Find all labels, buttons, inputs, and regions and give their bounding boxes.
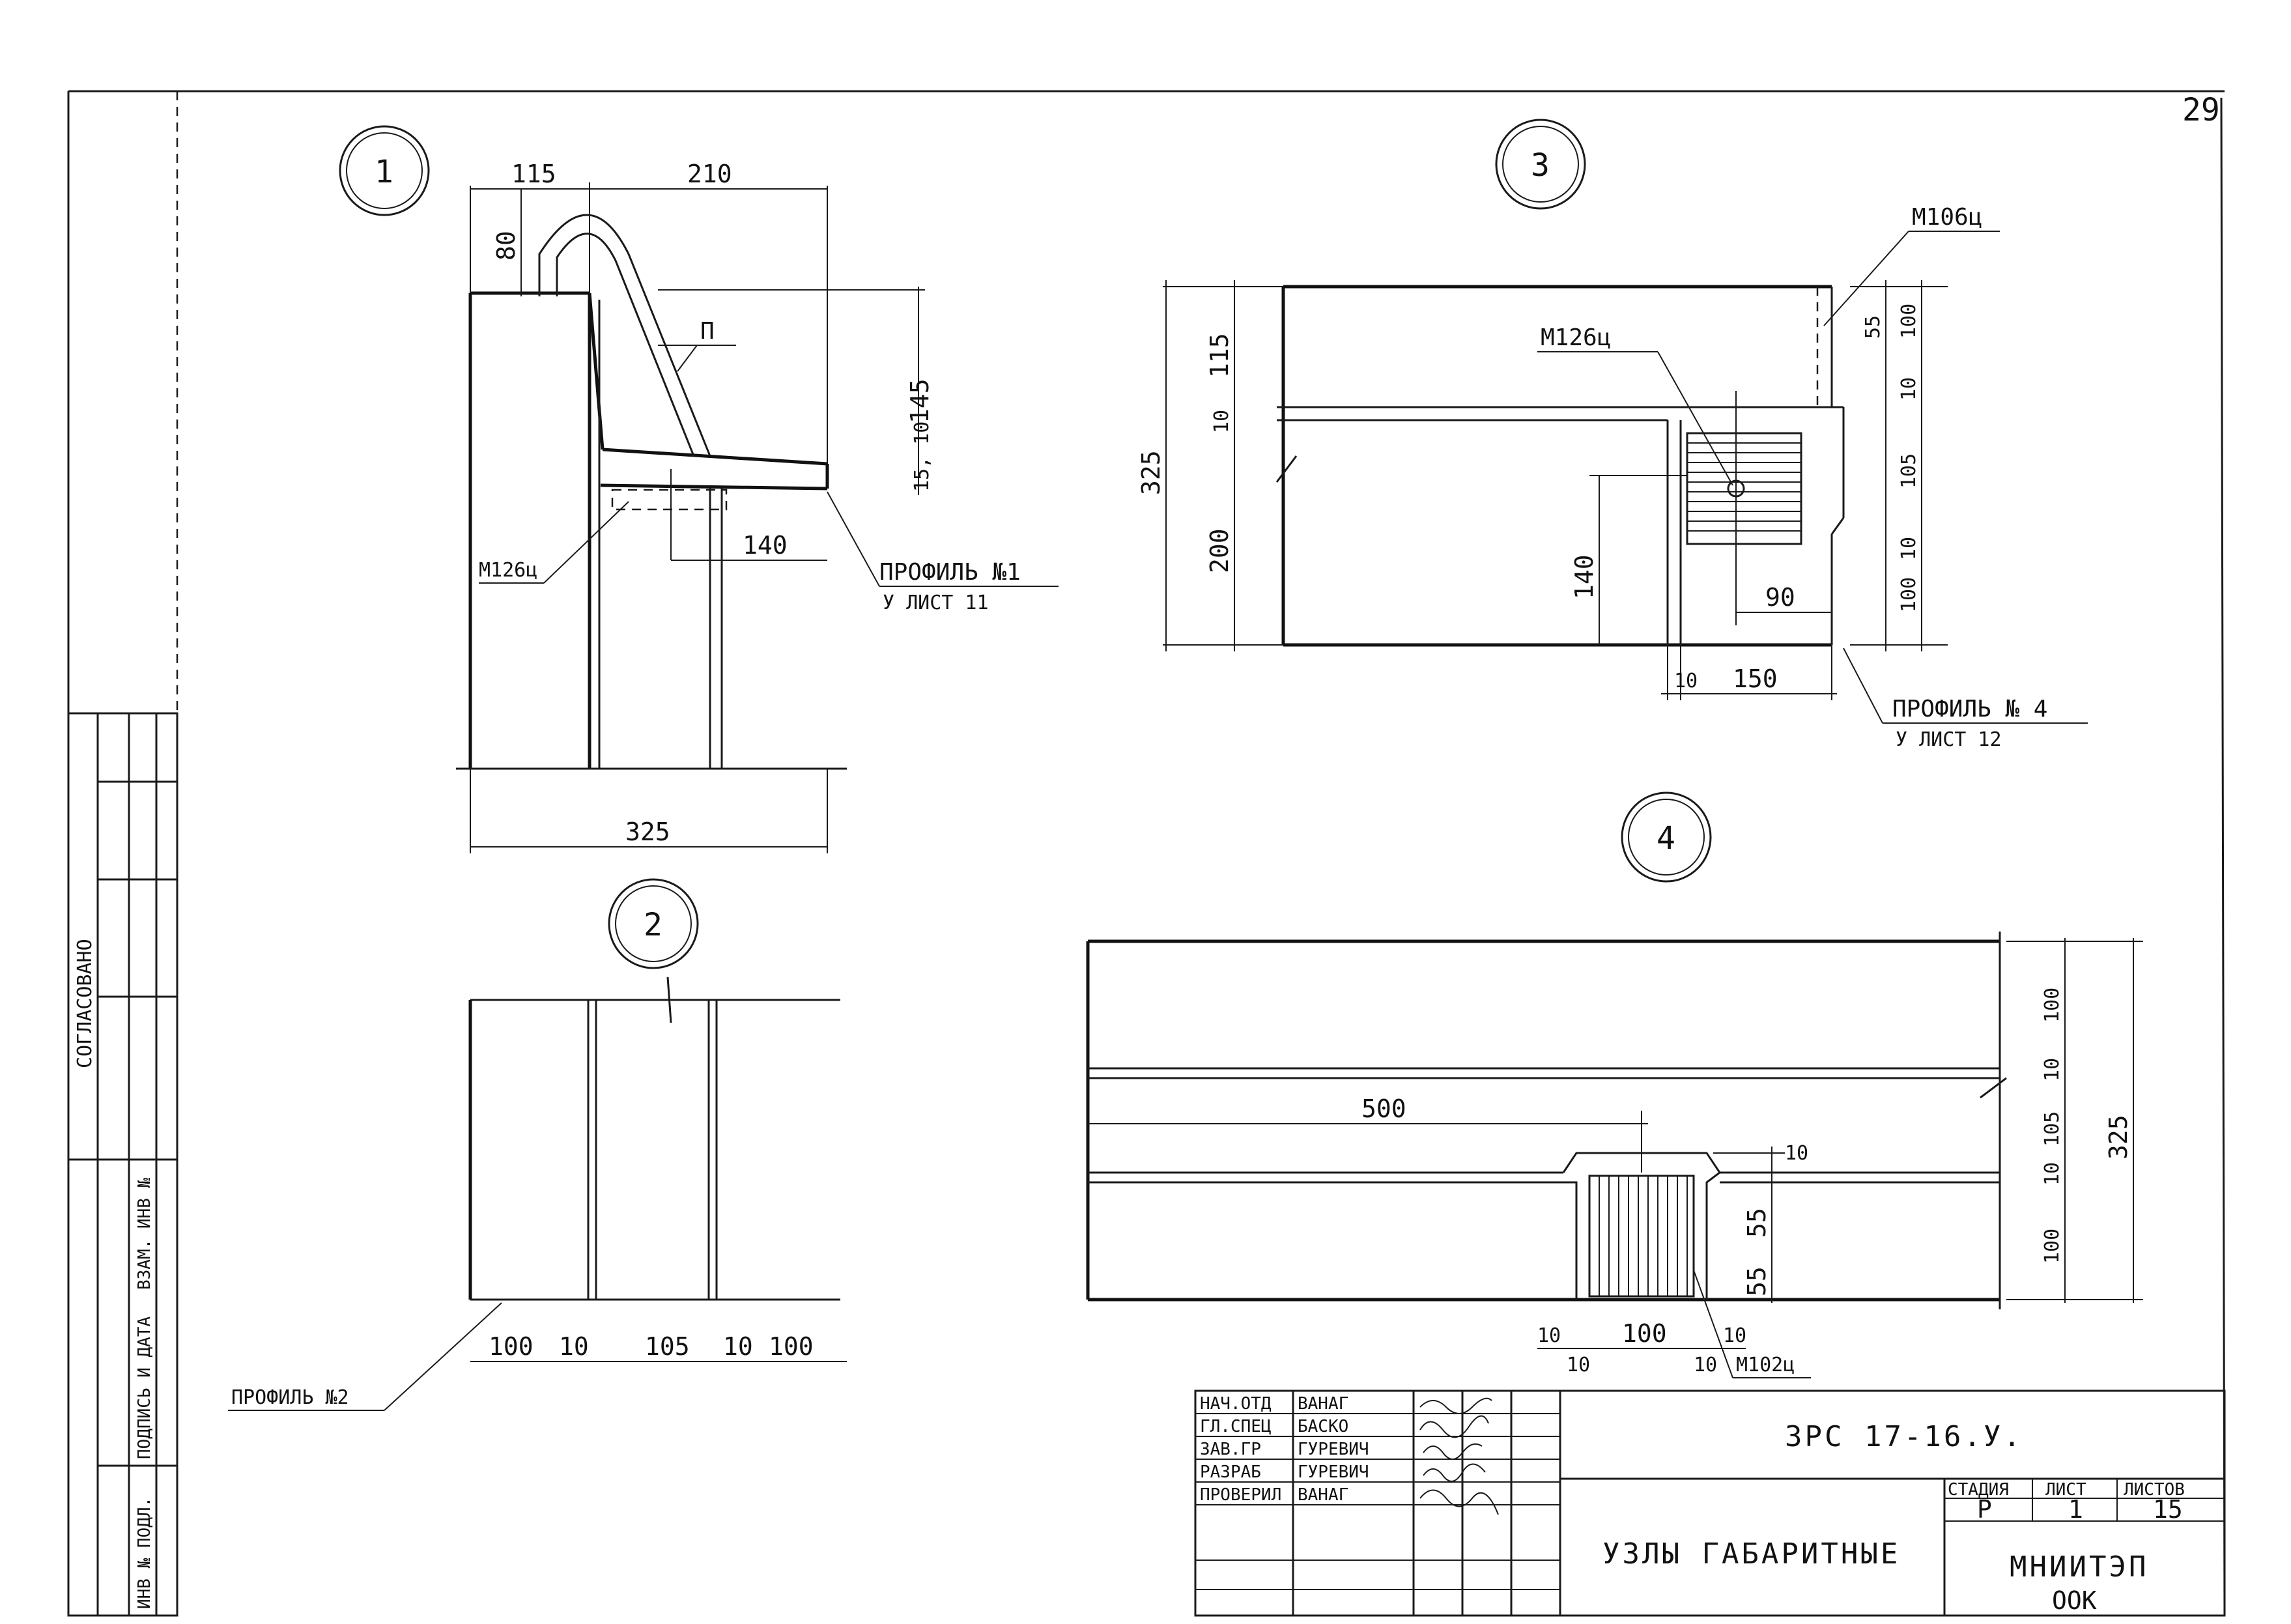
title-block: НАЧ.ОТД ГЛ.СПЕЦ ЗАВ.ГР РАЗРАБ ПРОВЕРИЛ В… [1194, 1389, 2226, 1617]
label-node4-dims_center-1: 55 [1743, 1208, 1771, 1238]
dim-325: 325 [625, 818, 670, 846]
label-node4-dims_bottom-0: 10 [1537, 1324, 1561, 1347]
role-0: НАЧ.ОТД [1200, 1394, 1272, 1414]
label-node4-dims_center-0: 10 [1785, 1142, 1808, 1165]
sheet-value: 1 [2068, 1495, 2083, 1524]
name-4: ВАНАГ [1298, 1485, 1348, 1505]
stamp-agreed: СОГЛАСОВАНО [74, 939, 96, 1068]
label-node3-dims_right-1: 100 [1898, 304, 1920, 339]
name-0: ВАНАГ [1298, 1394, 1348, 1414]
label-node4-dims_center-2: 55 [1743, 1266, 1771, 1296]
sheets-value: 15 [2153, 1495, 2183, 1524]
label-node3-dims_right-4: 10 [1898, 537, 1920, 560]
label-node3-dims_right-2: 10 [1898, 377, 1920, 401]
label-m126-node1: М126ц [479, 559, 537, 582]
dim-210: 210 [687, 160, 732, 188]
stamp-inv-podl: ИНВ № ПОДЛ. [135, 1497, 154, 1609]
dim-15-10: 15, 10 [911, 421, 933, 492]
plate-hatching-4 [1599, 1176, 1688, 1296]
label-node_markers-2: 3 [1531, 147, 1550, 184]
stage-value: Р [1977, 1495, 1992, 1524]
name-1: БАСКО [1298, 1417, 1348, 1436]
doc-code: 3РС 17-16.У. [1785, 1420, 2023, 1453]
side-stamp: СОГЛАСОВАНО ИНВ № ПОДЛ. ПОДПИСЬ И ДАТА В… [67, 712, 178, 1617]
label-node_markers-0: 1 [375, 154, 393, 190]
node-2: 2 100 10 105 10 100 ПРОФИЛЬ №2 [228, 878, 847, 1411]
label-node4-dims_right-4: 100 [2041, 1229, 2064, 1264]
label-node4-dims_right-1: 10 [2041, 1058, 2064, 1081]
dim-145: 145 [905, 378, 934, 423]
label-node4-dims_right-2: 105 [2041, 1111, 2064, 1147]
node-marker-2: 2 [608, 878, 699, 969]
embedded-plate [1686, 432, 1802, 545]
role-2: ЗАВ.ГР [1200, 1440, 1261, 1459]
page-number: 29 [2182, 92, 2220, 128]
dim-500: 500 [1361, 1094, 1406, 1123]
label-node4-dims_right-3: 10 [2041, 1162, 2064, 1186]
label-node2-dims_bottom-3: 10 [723, 1332, 753, 1361]
label-node3-dims_right-3: 105 [1898, 453, 1920, 489]
organization-sub: ООК [2052, 1586, 2097, 1615]
label-node2-dims_bottom-2: 105 [645, 1332, 690, 1361]
label-node3-dims_right-5: 100 [1898, 577, 1920, 612]
signatures [1419, 1397, 1499, 1515]
organization: МНИИТЭП [2010, 1550, 2148, 1584]
sheets-label: ЛИСТОВ [2124, 1480, 2185, 1500]
drawing-title: УЗЛЫ ГАБАРИТНЫЕ [1602, 1537, 1900, 1571]
label-node3-dim_140: 140 [1570, 554, 1599, 599]
label-node3-dims_bottom-0: 10 [1674, 670, 1698, 692]
profile-4: ПРОФИЛЬ № 4 [1892, 696, 2047, 722]
node-marker-4: 4 [1621, 791, 1712, 883]
dim-140: 140 [743, 531, 788, 560]
label-node3-dims_left-3: 200 [1205, 528, 1234, 573]
label-node1-dim_80: 80 [492, 231, 520, 261]
node-marker-1: 1 [339, 125, 430, 216]
stage-label: СТАДИЯ [1948, 1480, 2009, 1500]
label-node4-dims_bottom-3: 10 [1567, 1354, 1590, 1376]
label-node4-dims_bottom-4: 10 [1694, 1354, 1717, 1376]
role-1: ГЛ.СПЕЦ [1200, 1417, 1272, 1436]
label-node3-dims_left-2: 10 [1210, 410, 1233, 433]
label-node3-dim_90: 90 [1765, 583, 1795, 612]
profile-1: ПРОФИЛЬ №1 [879, 559, 1021, 586]
label-m126-node3: М126ц [1541, 324, 1611, 351]
label-p: П [700, 318, 715, 345]
label-node4-dims_bottom-1: 100 [1622, 1319, 1667, 1348]
dim-325-node4: 325 [2104, 1115, 2133, 1160]
label-node2-dims_bottom-1: 10 [559, 1332, 589, 1361]
sheet-label: ЛИСТ [2045, 1480, 2086, 1500]
label-node4-dims_bottom-2: 10 [1723, 1324, 1746, 1347]
node-1: 1 115 210 80 145 15, 10 140 [339, 125, 1059, 853]
role-3: РАЗРАБ [1200, 1462, 1261, 1482]
label-node3-dims_bottom-1: 150 [1733, 664, 1778, 693]
label-node3-dims_left-1: 115 [1205, 333, 1234, 378]
name-3: ГУРЕВИЧ [1298, 1462, 1369, 1482]
profile-1-sheet: У ЛИСТ 11 [883, 591, 989, 614]
node-4: 4 500 10 [1086, 791, 2143, 1378]
dim-115: 115 [511, 160, 556, 188]
dim-325-node3: 325 [1137, 450, 1165, 495]
stamp-vzam-inv: ВЗАМ. ИНВ № [135, 1177, 154, 1290]
label-node3-dims_right-0: 55 [1862, 315, 1885, 339]
label-node_markers-3: 4 [1657, 820, 1675, 857]
label-node2-dims_bottom-0: 100 [489, 1332, 534, 1361]
label-m106: М106ц [1912, 204, 1982, 231]
node-3: 3 М126ц [1137, 119, 2088, 751]
profile-4-sheet: У ЛИСТ 12 [1896, 728, 2002, 751]
embedded-plate-4 [1588, 1175, 1695, 1298]
node-marker-3: 3 [1495, 119, 1586, 210]
label-node2-dims_bottom-4: 100 [769, 1332, 814, 1361]
role-4: ПРОВЕРИЛ [1200, 1485, 1281, 1505]
label-node_markers-1: 2 [644, 907, 662, 943]
name-2: ГУРЕВИЧ [1298, 1440, 1369, 1459]
label-m102: М102ц [1736, 1354, 1795, 1376]
profile-2: ПРОФИЛЬ №2 [231, 1386, 349, 1409]
plate-hatching [1687, 442, 1801, 532]
stamp-signature-date: ПОДПИСЬ И ДАТА [135, 1317, 154, 1459]
label-node4-dims_right-0: 100 [2041, 988, 2064, 1023]
